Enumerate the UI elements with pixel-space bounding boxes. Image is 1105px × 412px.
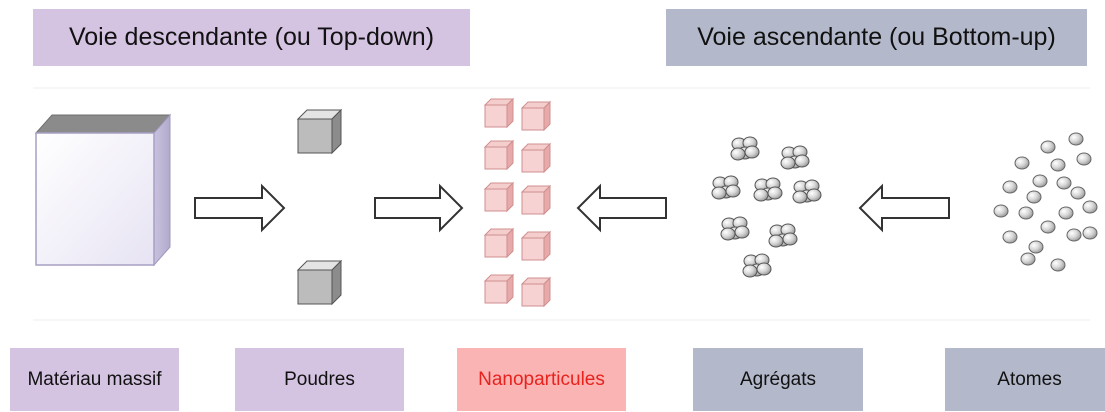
atom-sphere bbox=[1028, 240, 1044, 254]
atom-sphere bbox=[1018, 206, 1034, 220]
header-bottom-up: Voie ascendante (ou Bottom-up) bbox=[666, 9, 1087, 66]
label-nanoparticles: Nanoparticules bbox=[457, 348, 626, 411]
atom-sphere bbox=[1066, 228, 1082, 242]
nanoparticle-cube bbox=[520, 276, 552, 308]
arrow-left-icon bbox=[858, 183, 950, 233]
atom-spheres-icon bbox=[993, 132, 1098, 272]
powder-cubes-icon bbox=[296, 108, 343, 306]
aggregate-cluster bbox=[753, 177, 783, 202]
bulk-cube-icon bbox=[34, 113, 172, 267]
atom-sphere bbox=[1076, 152, 1092, 166]
atom-sphere bbox=[1020, 252, 1036, 266]
aggregate-cluster bbox=[792, 179, 822, 204]
aggregate-clusters-icon bbox=[711, 136, 822, 278]
atom-sphere bbox=[1040, 140, 1056, 154]
nanoparticle-cube bbox=[483, 181, 515, 213]
powder-cube bbox=[296, 108, 343, 155]
arrow-left-icon bbox=[576, 183, 667, 233]
label-bulk-material: Matériau massif bbox=[10, 348, 179, 411]
nanoparticle-cube bbox=[520, 184, 552, 216]
atom-sphere bbox=[1002, 230, 1018, 244]
atom-sphere bbox=[1032, 174, 1048, 188]
atom-sphere bbox=[1040, 220, 1056, 234]
aggregate-cluster bbox=[780, 145, 810, 170]
atom-sphere bbox=[1068, 132, 1084, 146]
arrow-right-icon bbox=[374, 183, 464, 233]
powder-cube bbox=[296, 259, 343, 306]
label-powders: Poudres bbox=[235, 348, 404, 411]
atom-sphere bbox=[1058, 206, 1074, 220]
nanoparticle-cube bbox=[520, 230, 552, 262]
nanoparticle-cube bbox=[483, 227, 515, 259]
synthesis-diagram bbox=[33, 87, 1098, 321]
atom-sphere bbox=[1082, 226, 1098, 240]
atom-sphere bbox=[1050, 258, 1066, 272]
atom-sphere bbox=[1014, 156, 1030, 170]
aggregate-cluster bbox=[730, 136, 760, 161]
nanoparticle-cube bbox=[483, 139, 515, 171]
atom-sphere bbox=[993, 204, 1009, 218]
nanoparticle-cubes-icon bbox=[483, 97, 552, 308]
aggregate-cluster bbox=[720, 216, 750, 241]
aggregate-cluster bbox=[742, 253, 772, 278]
aggregate-cluster bbox=[768, 223, 798, 248]
atom-sphere bbox=[1050, 158, 1066, 172]
atom-sphere bbox=[1056, 176, 1072, 190]
nanoparticle-cube bbox=[520, 142, 552, 174]
aggregate-cluster bbox=[711, 175, 741, 200]
atom-sphere bbox=[1002, 180, 1018, 194]
nanoparticle-cube bbox=[483, 97, 515, 129]
arrow-right-icon bbox=[194, 183, 286, 233]
label-atoms: Atomes bbox=[945, 348, 1105, 411]
nanoparticle-cube bbox=[483, 273, 515, 305]
atom-sphere bbox=[1082, 200, 1098, 214]
nanoparticle-cube bbox=[520, 100, 552, 132]
atom-sphere bbox=[1026, 190, 1042, 204]
label-aggregates: Agrégats bbox=[693, 348, 863, 411]
header-top-down: Voie descendante (ou Top-down) bbox=[33, 9, 470, 66]
atom-sphere bbox=[1070, 186, 1086, 200]
